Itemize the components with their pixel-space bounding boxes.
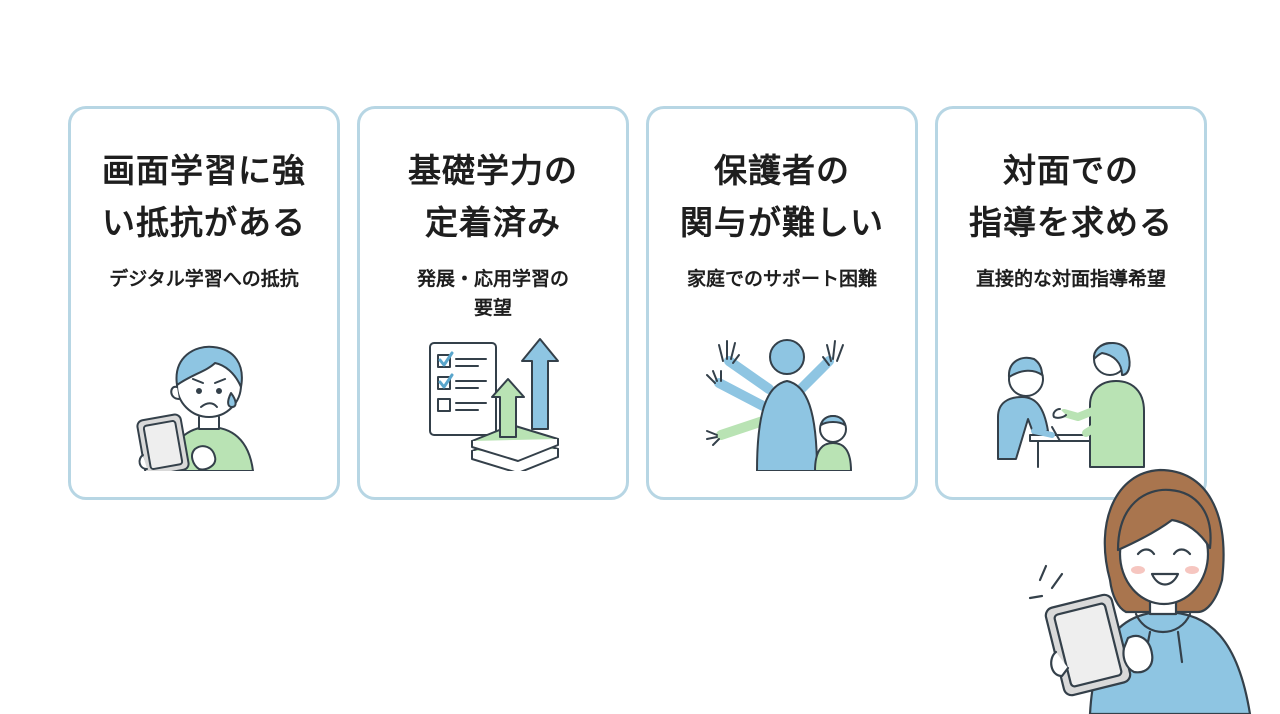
child-with-tablet-icon (136, 345, 254, 471)
card-face-to-face: 対面での 指導を求める 直接的な対面指導希望 (935, 106, 1207, 500)
card-title-line: 画面学習に強 (102, 151, 306, 190)
card-subtitle: 家庭でのサポート困難 (657, 265, 907, 294)
face-to-face-tutoring-icon (997, 341, 1145, 468)
card-title-line: 保護者の (714, 151, 850, 190)
checklist-books-growth-icon (429, 338, 559, 471)
card-title: 対面での 指導を求める (938, 145, 1204, 249)
card-title-line: 定着済み (425, 203, 561, 242)
card-subtitle-line: 発展・応用学習の (416, 268, 569, 290)
card-title-line: 関与が難しい (680, 203, 884, 242)
card-title-line: 指導を求める (969, 203, 1173, 242)
card-subtitle-line: デジタル学習への抵抗 (109, 268, 299, 290)
card-title-line: 対面での (1003, 151, 1139, 190)
card-subtitle-line: 要望 (473, 297, 512, 319)
card-title-line: い抵抗がある (102, 203, 306, 242)
smiling-woman-with-tablet-icon (1028, 468, 1252, 714)
card-subtitle-line: 家庭でのサポート困難 (686, 268, 877, 290)
busy-parent-with-child-icon (706, 339, 852, 471)
card-title: 基礎学力の 定着済み (360, 145, 626, 249)
card-title-line: 基礎学力の (408, 151, 578, 190)
cards-row: 画面学習に強 い抵抗がある デジタル学習への抵抗 (68, 106, 1207, 500)
card-title: 保護者の 関与が難しい (649, 145, 915, 249)
card-basic-skills: 基礎学力の 定着済み 発展・応用学習の 要望 (357, 106, 629, 500)
card-subtitle: デジタル学習への抵抗 (79, 265, 329, 294)
card-subtitle: 直接的な対面指導希望 (946, 265, 1196, 294)
card-parent-involvement: 保護者の 関与が難しい 家庭でのサポート困難 (646, 106, 918, 500)
card-subtitle-line: 直接的な対面指導希望 (975, 268, 1166, 290)
card-screen-resistance: 画面学習に強 い抵抗がある デジタル学習への抵抗 (68, 106, 340, 500)
card-title: 画面学習に強 い抵抗がある (71, 145, 337, 249)
card-subtitle: 発展・応用学習の 要望 (368, 265, 618, 323)
